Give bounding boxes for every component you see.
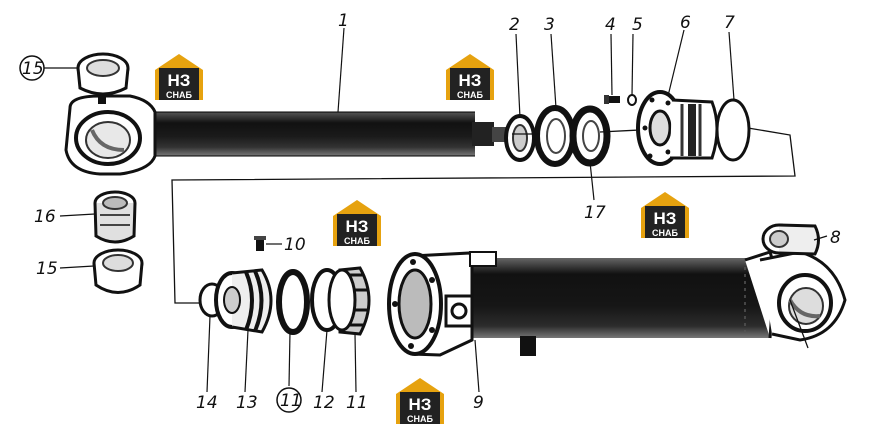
- piston-ring-11-left: [276, 269, 310, 335]
- cylinder-barrel-9: [387, 250, 777, 357]
- bushing-8: [761, 223, 820, 256]
- svg-text:НЗ: НЗ: [654, 209, 677, 228]
- rod-eye: [64, 92, 157, 176]
- callout-label-6: 6: [680, 13, 691, 33]
- ring-17: [569, 105, 611, 167]
- bolt-4: [604, 95, 620, 104]
- svg-text:НЗ: НЗ: [459, 71, 482, 90]
- svg-text:СНАБ: СНАБ: [166, 90, 192, 100]
- assembly-guide-lines: [171, 127, 796, 304]
- callout-label-3: 3: [544, 15, 555, 35]
- callout-label-2: 2: [509, 15, 520, 35]
- callout-circle-11-bottom: [276, 387, 302, 413]
- svg-text:СНАБ: СНАБ: [344, 236, 370, 246]
- leader-lines: [44, 27, 828, 393]
- callout-label-5: 5: [632, 15, 643, 35]
- callout-label-7: 7: [724, 13, 735, 33]
- nut-2: [504, 114, 536, 162]
- cylinder-head-6: [636, 90, 719, 166]
- piston-nut-11-right: [327, 266, 371, 336]
- callout-circle-15-top: [19, 55, 45, 81]
- callout-label-14: 14: [196, 393, 218, 413]
- svg-text:НЗ: НЗ: [409, 395, 432, 414]
- barrel-clevis: [759, 250, 847, 349]
- screw-10: [254, 236, 266, 251]
- callout-label-11-right: 11: [346, 393, 368, 413]
- svg-text:СНАБ: СНАБ: [652, 228, 678, 238]
- svg-text:НЗ: НЗ: [346, 217, 369, 236]
- svg-text:СНАБ: СНАБ: [407, 414, 433, 424]
- callout-label-13: 13: [236, 393, 258, 413]
- callout-label-10: 10: [284, 235, 306, 255]
- callout-label-8: 8: [830, 228, 841, 248]
- seal-3: [534, 105, 576, 167]
- callout-label-12: 12: [313, 393, 335, 413]
- piston-13: [214, 268, 273, 334]
- callout-label-1: 1: [338, 11, 349, 31]
- washer-5: [627, 94, 637, 106]
- callout-label-9: 9: [473, 393, 484, 413]
- callout-label-15-bottom: 15: [36, 259, 58, 279]
- bushing-16: [93, 190, 137, 244]
- callout-label-15-top: 15: [22, 59, 44, 79]
- piston-rod: [140, 111, 512, 157]
- o-ring-7: [715, 98, 751, 162]
- callout-label-16: 16: [34, 207, 56, 227]
- bushing-15-bottom: [92, 248, 144, 294]
- callout-label-17: 17: [584, 203, 606, 223]
- svg-text:СНАБ: СНАБ: [457, 90, 483, 100]
- callout-label-4: 4: [605, 15, 616, 35]
- bushing-15-top: [76, 52, 130, 96]
- callout-label-11-left: 11: [280, 391, 302, 411]
- svg-text:НЗ: НЗ: [168, 71, 191, 90]
